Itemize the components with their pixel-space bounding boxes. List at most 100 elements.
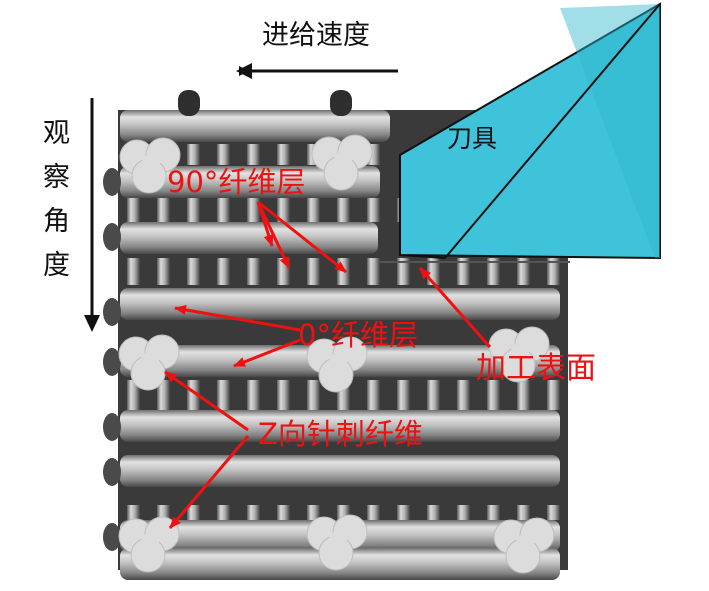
rod-end-cap	[103, 298, 121, 326]
fiber-90-segment	[457, 380, 470, 410]
fiber-90-segment	[277, 198, 290, 222]
viewing-angle-annotation: 观 察 角 度	[43, 98, 100, 332]
fiber-90-segment	[157, 505, 170, 520]
tool-bottom-edge	[399, 254, 446, 259]
viewing-angle-arrow-head	[84, 315, 100, 332]
cutting-tool: 刀具	[399, 2, 661, 260]
arrow-z-a	[164, 370, 249, 432]
fiber-90-segment	[367, 258, 380, 285]
z-fiber-bundle-core	[334, 151, 352, 169]
fiber-90-segment	[397, 380, 410, 410]
fiber-90-segment	[367, 505, 380, 520]
feed-arrow-head	[236, 63, 252, 79]
rod-end-cap	[103, 168, 121, 196]
fiber-90-segment	[277, 258, 290, 285]
fiber-90-segment	[487, 505, 500, 520]
fiber-90-segment	[307, 198, 320, 222]
fiber-90-segment	[127, 198, 140, 222]
z-fiber-stub	[330, 90, 352, 116]
fiber-90-segment	[187, 258, 200, 285]
rod-end-cap	[103, 458, 121, 486]
viewing-angle-char-4: 度	[43, 250, 70, 281]
fiber-90-segment	[127, 505, 140, 520]
fiber-90-segment	[247, 258, 260, 285]
fiber-90-segment	[247, 198, 260, 222]
z-fiber-bundle-core	[141, 351, 159, 369]
fiber-90-segment	[517, 505, 530, 520]
fiber-90-segment	[307, 258, 320, 285]
feed-speed-label: 进给速度	[262, 20, 370, 51]
fiber-90-segment	[427, 505, 440, 520]
fiber-0-rod	[120, 110, 390, 142]
fiber-0-rod	[120, 455, 560, 487]
fiber-90-segment	[127, 380, 140, 410]
fiber-90-segment	[337, 198, 350, 222]
z-fiber-label: Z向针刺纤维	[258, 417, 423, 451]
tool-shade	[560, 4, 660, 258]
rod-end-cap	[103, 523, 121, 551]
fiber-90-segment	[277, 505, 290, 520]
z-fiber-bundle-core	[511, 343, 529, 361]
fiber-90-segment	[547, 380, 560, 410]
fiber-90-segment	[217, 258, 230, 285]
rod-end-cap	[103, 223, 121, 251]
z-fiber-stub	[178, 90, 200, 116]
fiber-90-segment	[487, 258, 500, 285]
fiber-90-segment	[217, 380, 230, 410]
fiber-0-rod	[120, 222, 378, 254]
red-annotations: 90°纤维层 0°纤维层 加工表面 Z向针刺纤维	[164, 165, 596, 529]
tool-body	[399, 2, 661, 260]
fiber-90-segment	[217, 144, 230, 165]
arrow-z-b	[168, 435, 250, 529]
rod-end-cap	[103, 348, 121, 376]
fiber-90-segment	[187, 505, 200, 520]
arrow-0-b	[233, 338, 301, 368]
fiber-90-segment	[157, 198, 170, 222]
fiber-90-segment	[487, 380, 500, 410]
fiber-90-segment	[277, 380, 290, 410]
fiber-90-segment	[247, 144, 260, 165]
fiber-90-segment	[247, 505, 260, 520]
arrow-90-a	[256, 201, 291, 269]
fiber-90-segment	[277, 144, 290, 165]
viewing-angle-char-3: 角	[43, 206, 70, 237]
arrow-0-a	[174, 304, 301, 332]
viewing-angle-char-2: 察	[43, 162, 70, 193]
fiber-0-rod	[120, 166, 380, 198]
fiber-90-segment	[457, 258, 470, 285]
fiber-90-segment	[547, 258, 560, 285]
fiber-90-segment	[187, 144, 200, 165]
fiber-90-segment	[397, 505, 410, 520]
fiber-90-label: 90°纤维层	[167, 165, 305, 199]
fiber-90-segment	[217, 198, 230, 222]
fiber-90-segment	[217, 505, 230, 520]
tool-edge-line	[444, 3, 661, 259]
fiber-90-segment	[517, 380, 530, 410]
feed-speed-annotation: 进给速度	[236, 20, 398, 79]
surface-label: 加工表面	[476, 351, 596, 386]
arrow-90-c	[256, 201, 274, 247]
arrow-90-b	[257, 200, 347, 274]
z-fiber-bundle-core	[141, 533, 159, 551]
fiber-90-segment	[547, 505, 560, 520]
fiber-90-segment	[457, 505, 470, 520]
fiber-90-segment	[187, 198, 200, 222]
fiber-90-segment	[127, 258, 140, 285]
viewing-angle-char-1: 观	[43, 118, 70, 149]
arrow-surface	[418, 267, 492, 348]
rod-end-cap	[103, 413, 121, 441]
fiber-0-label: 0°纤维层	[298, 318, 418, 352]
fiber-90-segment	[307, 505, 320, 520]
fiber-90-segment	[367, 198, 380, 222]
fiber-90-segment	[517, 258, 530, 285]
fiber-90-segment	[157, 380, 170, 410]
fiber-90-segment	[247, 380, 260, 410]
z-fiber-bundle-core	[142, 154, 160, 172]
fiber-90-segment	[367, 380, 380, 410]
fiber-90-segment	[427, 380, 440, 410]
z-fiber-bundle-core	[329, 531, 347, 549]
z-fiber-bundle-core	[516, 534, 534, 552]
fiber-90-segment	[397, 258, 410, 285]
tool-label: 刀具	[447, 124, 497, 153]
